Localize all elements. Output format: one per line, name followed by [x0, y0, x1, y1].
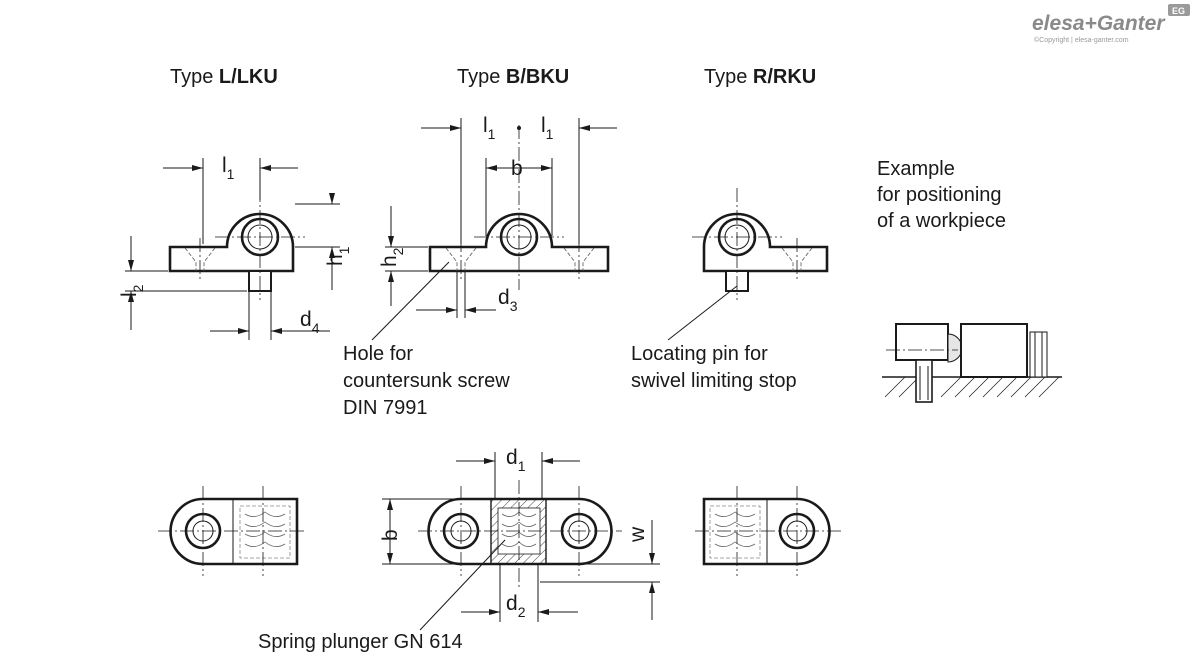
logo-text: elesa+Ganter [1032, 12, 1166, 35]
brand-logo: elesa+Ganter ©Copyright | elesa-ganter.c… [1032, 4, 1190, 44]
type-b-title: Type B/BKU [457, 66, 569, 88]
type-r-top-view [695, 486, 842, 576]
example-label-1: Example [877, 158, 955, 180]
dim-h1: h1 [324, 246, 352, 266]
type-r-title: Type R/RKU [704, 66, 816, 88]
logo-copyright: ©Copyright | elesa-ganter.com [1034, 36, 1129, 44]
dim-l2: l2 [118, 284, 146, 297]
pin-label-1: Locating pin for [631, 343, 768, 365]
hole-label-2: countersunk screw [343, 370, 510, 392]
dim-l1-left: l1 [222, 154, 235, 182]
dim-w: w [626, 526, 649, 543]
plunger-label: Spring plunger GN 614 [258, 631, 463, 653]
dim-l1-b-right: l1 [541, 114, 554, 142]
dim-b-side: b [379, 529, 402, 541]
dim-b-top: b [511, 157, 523, 180]
dim-d4: d4 [300, 308, 320, 336]
dim-h2: h2 [378, 247, 406, 267]
type-r-front-view [667, 188, 829, 341]
example-workpiece-detail [882, 323, 1062, 403]
example-label-2: for positioning [877, 184, 1002, 206]
type-b-top-view: d1 b w d2 [379, 446, 660, 631]
example-label-3: of a workpiece [877, 210, 1006, 232]
type-l-top-view [158, 486, 305, 576]
dim-d3: d3 [498, 286, 518, 314]
hole-label-1: Hole for [343, 343, 413, 365]
dim-d2: d2 [506, 592, 526, 620]
type-b-front-view: l1 l1 b h2 d3 [371, 114, 617, 341]
type-l-title: Type L/LKU [170, 66, 278, 88]
pin-label-2: swivel limiting stop [631, 370, 797, 392]
dim-d1: d1 [506, 446, 526, 474]
hole-label-3: DIN 7991 [343, 397, 428, 419]
logo-badge-text: EG [1172, 6, 1185, 16]
type-l-front-view: l1 h1 l2 d4 [118, 154, 352, 340]
logo-badge [1168, 4, 1190, 16]
dim-l1-b-left: l1 [483, 114, 496, 142]
